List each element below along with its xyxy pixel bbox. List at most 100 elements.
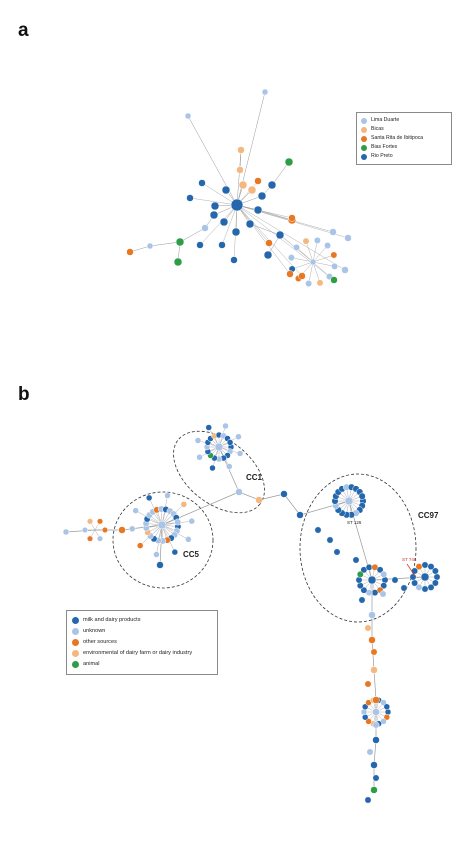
node-milk-and-dairy-products: [365, 563, 373, 571]
cluster-outline-cc97: [299, 473, 417, 623]
node-milk-and-dairy-products: [352, 556, 360, 564]
network-edge: [65, 529, 96, 533]
cluster-label-cc1: CC1: [246, 473, 263, 482]
node-milk-and-dairy-products: [411, 579, 419, 587]
legend-label: animal: [83, 661, 100, 667]
node-santa-rita-de-ibitipoca: [286, 270, 294, 278]
node-animal: [370, 786, 378, 794]
node-environmental: [364, 624, 372, 632]
node-milk-and-dairy-products: [371, 589, 379, 597]
node-milk-and-dairy-products: [431, 567, 439, 575]
node-unknown: [164, 492, 171, 499]
node-lima-duarte: [341, 266, 349, 274]
legend-label: Santa Rita de Ibitipoca: [371, 135, 424, 141]
node-unknown: [226, 463, 233, 470]
network-edge: [373, 739, 377, 766]
node-milk-and-dairy-products: [171, 548, 179, 556]
network-edge: [236, 204, 291, 275]
legend-panel-a: Lima Duarte Bicas Santa Rita de Ibitipoc…: [356, 112, 452, 165]
node-unknown: [62, 528, 70, 536]
node-bicas: [237, 146, 245, 154]
network-text-labels: CC1 CC5 CC97 ST 126 ST 746: [183, 473, 439, 577]
node-milk-and-dairy-products: [205, 424, 212, 431]
node-unknown: [196, 454, 203, 461]
node-milk-and-dairy-products: [433, 573, 441, 581]
node-milk-and-dairy-products: [380, 582, 388, 590]
network-edge: [236, 204, 334, 233]
network-edge: [221, 204, 238, 246]
node-rio-preto: [275, 230, 285, 240]
node-other-sources: [370, 648, 378, 656]
node-milk-and-dairy-products: [409, 573, 417, 581]
node-unknown: [372, 721, 380, 729]
node-milk-and-dairy-products: [427, 583, 435, 591]
node-lima-duarte: [201, 224, 209, 232]
legend-label: Bias Fortes: [371, 144, 398, 150]
legend-b-item: other sources: [72, 637, 212, 648]
node-milk-and-dairy-products: [360, 586, 368, 594]
st746-pointer-arrow: [406, 563, 416, 577]
node-lima-duarte: [329, 228, 337, 236]
legend-swatch: [72, 650, 79, 657]
legend-panel-b: milk and dairy products unknown other so…: [66, 610, 218, 675]
node-unknown: [128, 525, 136, 533]
node-lima-duarte: [309, 258, 317, 266]
node-other-sources: [96, 518, 104, 525]
node-unknown: [368, 611, 376, 619]
cluster-outline-cc1: [173, 430, 265, 514]
node-other-sources: [368, 636, 376, 644]
node-other-sources: [86, 535, 94, 542]
node-milk-and-dairy-products: [358, 492, 366, 500]
node-label-st746: ST 746: [402, 557, 417, 562]
node-lima-duarte: [313, 236, 321, 244]
node-milk-and-dairy-products: [370, 761, 378, 769]
node-milk-and-dairy-products: [421, 561, 429, 569]
node-unknown: [372, 708, 380, 716]
node-unknown: [81, 526, 89, 534]
node-lima-duarte: [293, 243, 300, 251]
network-edge: [373, 669, 377, 701]
node-rio-preto: [210, 201, 220, 211]
node-milk-and-dairy-products: [381, 576, 389, 584]
node-milk-and-dairy-products: [296, 511, 304, 519]
network-edge: [271, 161, 290, 186]
node-rio-preto: [198, 179, 206, 187]
legend-b-item: unknown: [72, 626, 212, 637]
node-other-sources: [101, 526, 109, 534]
legend-a-item: Bias Fortes: [361, 143, 447, 152]
node-milk-and-dairy-products: [372, 736, 380, 744]
node-lima-duarte: [184, 112, 192, 120]
panel-label-a: a: [18, 20, 29, 41]
cluster-outline-cc5: [112, 491, 214, 589]
node-rio-preto: [257, 191, 267, 201]
node-lima-duarte: [261, 88, 269, 96]
node-rio-preto: [218, 241, 226, 249]
legend-a-item: Bicas: [361, 125, 447, 134]
node-rio-preto: [231, 227, 241, 237]
node-lima-duarte: [287, 254, 295, 262]
network-edge: [159, 524, 163, 566]
node-milk-and-dairy-products: [280, 490, 288, 498]
legend-label: Lima Duarte: [371, 117, 400, 123]
node-milk-and-dairy-products: [400, 584, 408, 592]
network-edge: [283, 493, 301, 516]
network-nodes: [62, 88, 441, 804]
node-unknown: [194, 437, 202, 444]
node-milk-and-dairy-products: [314, 526, 322, 534]
node-lima-duarte: [344, 234, 352, 242]
node-unknown: [185, 536, 192, 543]
node-lima-duarte: [331, 262, 339, 270]
node-rio-preto: [230, 198, 244, 212]
node-unknown: [366, 748, 374, 756]
node-santa-rita-de-ibitipoca: [298, 272, 306, 280]
node-lima-duarte: [305, 280, 313, 288]
node-milk-and-dairy-products: [356, 582, 364, 590]
node-unknown: [235, 433, 242, 440]
legend-label: other sources: [83, 639, 117, 645]
node-environmental: [255, 496, 263, 504]
node-bias-fortes: [173, 257, 183, 267]
node-milk-and-dairy-products: [156, 561, 164, 569]
legend-label: unknown: [83, 628, 106, 634]
node-milk-and-dairy-products: [420, 572, 430, 582]
